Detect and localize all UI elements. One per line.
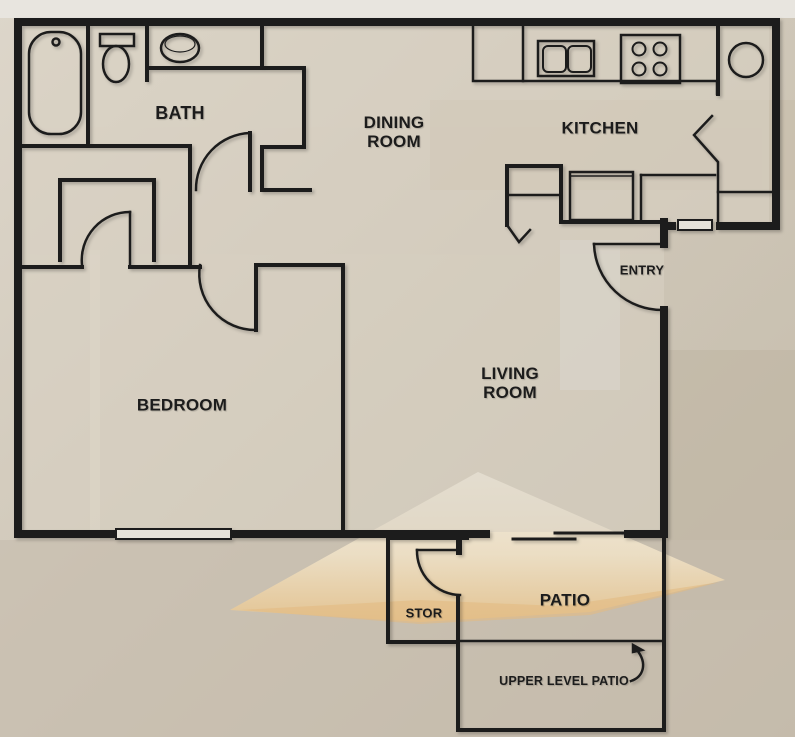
bathtub-drain-icon [51, 37, 61, 47]
stove-icon [619, 33, 682, 85]
toilet-bowl-icon [101, 44, 131, 84]
storage-door [415, 548, 462, 597]
umbrella-photo [230, 472, 725, 622]
upper-level-patio-arrow-icon [629, 642, 646, 683]
room-label-storage: STOR [405, 605, 443, 621]
room-label-living-room: LIVING ROOM [481, 363, 539, 402]
room-label-upper-level-patio: UPPER LEVEL PATIO [499, 674, 629, 688]
sink-icon [159, 32, 201, 64]
window-kitchen [677, 219, 713, 231]
room-label-bedroom: BEDROOM [136, 395, 228, 415]
room-label-kitchen: KITCHEN [561, 118, 639, 138]
sliding-door-patio [511, 531, 627, 541]
closet-door [80, 210, 132, 267]
kitchen-fixtures [471, 24, 773, 244]
dishwasher-icon [568, 170, 635, 222]
double-sink-icon [536, 39, 596, 78]
interior-walls [22, 24, 666, 732]
water-heater-icon [727, 41, 765, 79]
room-label-bath: BATH [155, 102, 205, 123]
bathtub-icon [27, 30, 83, 136]
bath-door [194, 131, 252, 192]
entry-door [592, 242, 666, 312]
bath-fixtures [27, 30, 201, 136]
window-bedroom [115, 528, 232, 540]
door-swings [80, 131, 666, 597]
pantry-door-swing-icon [505, 223, 532, 244]
exterior-walls [14, 18, 780, 538]
bedroom-door [198, 263, 258, 332]
room-label-patio: PATIO [539, 590, 591, 610]
floor-areas [24, 26, 769, 532]
room-label-entry: ENTRY [619, 262, 665, 278]
room-label-dining-room: DINING ROOM [363, 112, 425, 151]
